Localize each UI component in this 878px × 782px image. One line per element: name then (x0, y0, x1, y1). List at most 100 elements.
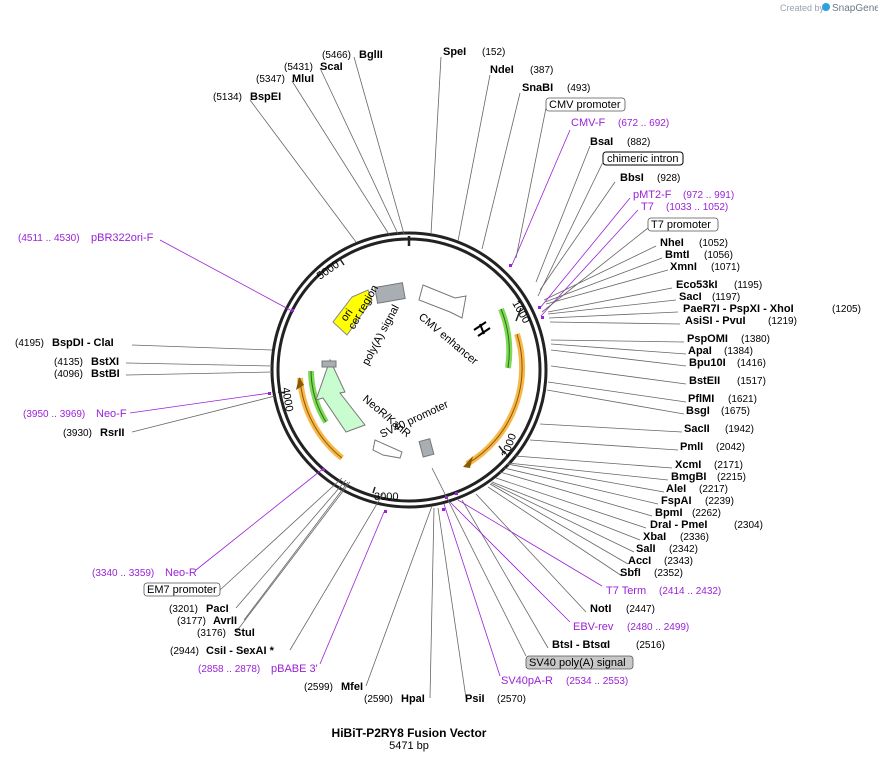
site-label: XcmI (675, 459, 701, 471)
neor-feature (315, 358, 366, 433)
site-leaders (125, 56, 687, 699)
site-label: PflMI (688, 393, 714, 405)
tick-3000: 3000 (374, 491, 398, 503)
site-pos: (152) (482, 47, 505, 58)
site-pos: (2570) (497, 694, 526, 705)
site-pos: (3201) (169, 604, 198, 615)
site-pos: (2342) (669, 544, 698, 555)
tick-4000: 4000 (279, 386, 295, 412)
site-label: RsrII (100, 427, 124, 439)
site-pos: (2944) (170, 646, 199, 657)
site-pos: (1197) (712, 292, 740, 303)
primer-label: pBR322ori-F (91, 232, 154, 244)
site-label: AleI (666, 483, 686, 495)
site-pos: (2217) (699, 484, 728, 495)
site-pos: (1942) (725, 424, 754, 435)
primer-label: Neo-F (96, 408, 127, 420)
site-pos: (1384) (724, 346, 753, 357)
site-label: StuI (234, 627, 255, 639)
site-pos: (4096) (54, 369, 83, 380)
site-label: BmgBI (671, 471, 706, 483)
snapgene-logo-icon (822, 3, 830, 11)
primer-labels: CMV-F (672 .. 692) pMT2-F (972 .. 991) T… (18, 117, 734, 687)
primer-pos: (4511 .. 4530) (18, 233, 80, 244)
cmv-enhancer-feature (418, 284, 467, 319)
site-pos: (2262) (692, 508, 721, 519)
site-label: SbfI (620, 567, 641, 579)
site-pos: (1052) (699, 238, 728, 249)
site-pos: (2590) (364, 694, 393, 705)
site-pos: (3176) (197, 628, 226, 639)
site-pos: (1416) (737, 358, 766, 369)
site-pos: (1219) (768, 316, 797, 327)
boxed-feature-labels: CMV promoter chimeric intron T7 promoter… (143, 97, 719, 670)
credit-text: Created by (780, 3, 825, 13)
map-length: 5471 bp (389, 740, 429, 752)
feature-label: SV40 poly(A) signal (529, 657, 626, 669)
primer-pos: (3340 .. 3359) (92, 568, 154, 579)
site-pos: (2239) (705, 496, 734, 507)
site-label: BglII (359, 49, 383, 61)
site-pos: (4195) (15, 338, 44, 349)
site-pos: (3930) (63, 428, 92, 439)
primer-label: pMT2-F (633, 189, 672, 201)
site-label: SnaBI (522, 82, 553, 94)
primer-pos: (672 .. 692) (618, 118, 669, 129)
primer-label: pBABE 3' (271, 663, 318, 675)
primer-pos: (2414 .. 2432) (659, 586, 721, 597)
site-label: BtsI - BtsαI (552, 639, 610, 651)
feature-label: CMV promoter (549, 99, 621, 111)
site-label: BspEI (250, 91, 281, 103)
site-pos: (5431) (284, 62, 313, 73)
primer-pos: (2858 .. 2878) (198, 664, 260, 675)
site-pos: (1517) (737, 376, 766, 387)
brand-text: SnapGene (832, 3, 878, 14)
site-pos: (493) (567, 83, 590, 94)
tick-5000: 5000 (315, 259, 342, 283)
site-pos: (2336) (680, 532, 709, 543)
site-pos: (1675) (721, 406, 750, 417)
site-pos: (2343) (664, 556, 693, 567)
site-label: PspOMI (687, 333, 728, 345)
site-label: ScaI (320, 61, 343, 73)
site-label: BsaI (590, 136, 613, 148)
primer-label: T7 Term (606, 585, 646, 597)
primer-pos: (2534 .. 2553) (566, 676, 628, 687)
orf-arcs (296, 307, 526, 468)
cmv-enhancer-label: CMV enhancer (416, 311, 480, 368)
site-labels-right: SpeI (152) NdeI (387) SnaBI (493) BsaI (… (443, 46, 861, 651)
site-label: BsgI (686, 405, 710, 417)
site-pos: (2042) (716, 442, 745, 453)
site-label: AsiSI - PvuI (685, 315, 746, 327)
ori-label: ori (339, 307, 356, 324)
site-label: SalI (636, 543, 656, 555)
site-label: BspDI - ClaI (52, 337, 114, 349)
site-label: SpeI (443, 46, 466, 58)
primer-label: T7 (641, 201, 654, 213)
site-pos: (1205) (832, 304, 861, 315)
site-pos: (1056) (704, 250, 733, 261)
site-label: ApaI (688, 345, 712, 357)
site-pos: (5134) (213, 92, 242, 103)
site-label: SacI (679, 291, 702, 303)
site-pos: (1195) (734, 280, 762, 291)
site-pos: (1380) (741, 334, 770, 345)
site-label: BpmI (655, 507, 683, 519)
site-label: PmlI (680, 441, 703, 453)
site-label: Bpu10I (689, 357, 726, 369)
site-label: FspAI (661, 495, 692, 507)
site-pos: (2215) (717, 472, 746, 483)
site-label: Eco53kI (676, 279, 718, 291)
intron-icon (473, 321, 491, 337)
site-pos: (2599) (304, 682, 333, 693)
site-label: AvrII (213, 615, 237, 627)
primer-leaders (129, 129, 639, 677)
site-label: NdeI (490, 64, 514, 76)
site-label: PsiI (465, 693, 485, 705)
site-pos: (5347) (256, 74, 285, 85)
site-pos: (928) (657, 173, 680, 184)
site-pos: (882) (627, 137, 650, 148)
primer-marks (268, 264, 544, 513)
